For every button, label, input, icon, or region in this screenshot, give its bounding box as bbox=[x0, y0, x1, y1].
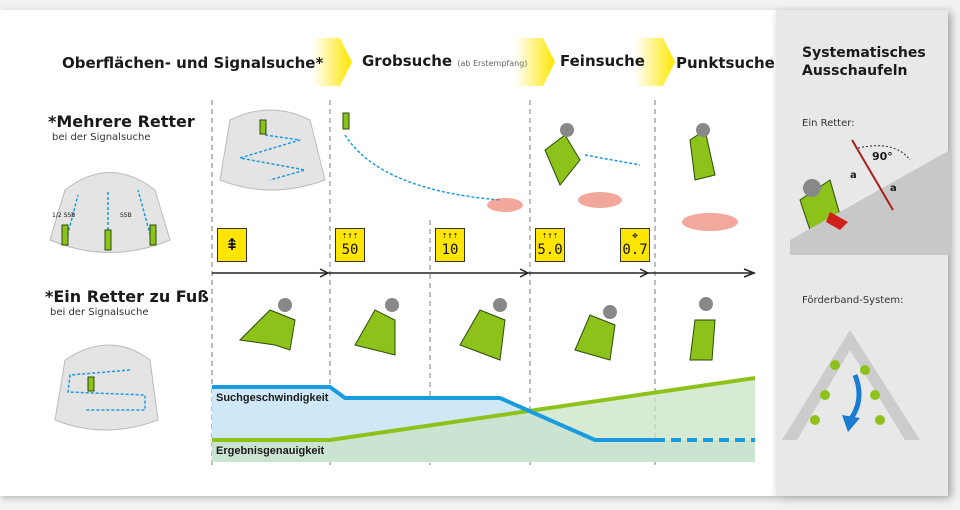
accuracy-label: Ergebnisgenauigkeit bbox=[216, 445, 325, 457]
sign-value: 5.0 bbox=[537, 242, 563, 258]
direction-arrows-icon: ⇡⇑⇡ bbox=[341, 231, 359, 241]
sign-distance-07: ✥0.7 bbox=[620, 228, 650, 262]
direction-arrows-icon: ⇡⇑⇡ bbox=[541, 231, 559, 241]
rescuer-figures bbox=[61, 112, 841, 392]
timeline-arrow bbox=[212, 268, 757, 278]
ssb-label: SSB bbox=[120, 212, 132, 219]
single-rescuer-title: *Ein Retter zu Fuß bbox=[45, 287, 209, 306]
phase-fine-search: Feinsuche bbox=[560, 52, 645, 70]
single-rescuer-shoveling-label: Ein Retter: bbox=[802, 118, 855, 129]
sign-distance-10: ⇡⇑⇡10 bbox=[435, 228, 465, 262]
distance-label: a bbox=[850, 170, 857, 181]
phase-coarse-search: Grobsuche (ab Erstempfang) bbox=[362, 52, 527, 70]
conveyor-arrow bbox=[847, 374, 862, 422]
cross-arrows-icon: ✥ bbox=[632, 231, 638, 241]
phase-surface-signal-search: Oberflächen- und Signalsuche* bbox=[62, 54, 324, 72]
accuracy-line bbox=[212, 376, 756, 442]
zigzag-arrow-icon: ⇞ bbox=[225, 231, 239, 256]
distance-label: a bbox=[890, 183, 897, 194]
avalanche-illustrations bbox=[49, 109, 326, 431]
phase-pinpoint-search: Punktsuche bbox=[676, 54, 775, 72]
sign-value: 0.7 bbox=[622, 242, 648, 258]
direction-arrows-icon: ⇡⇑⇡ bbox=[441, 231, 459, 241]
sign-distance-5: ⇡⇑⇡5.0 bbox=[535, 228, 565, 262]
conveyor-rescuers bbox=[810, 360, 885, 425]
multi-rescuer-subtitle: bei der Signalsuche bbox=[52, 132, 151, 143]
shoveling-title-2: Ausschaufeln bbox=[802, 63, 908, 79]
single-rescuer-subtitle: bei der Signalsuche bbox=[50, 307, 149, 318]
column-dividers bbox=[211, 100, 656, 465]
conveyor-slope bbox=[782, 330, 920, 440]
sign-value: 10 bbox=[441, 242, 459, 258]
conveyor-system-label: Förderband-System: bbox=[802, 295, 904, 306]
sign-distance-50: ⇡⇑⇡50 bbox=[335, 228, 365, 262]
snow-slope bbox=[790, 150, 950, 255]
sign-zigzag: ⇞ bbox=[217, 228, 247, 262]
angle-arc bbox=[857, 145, 911, 161]
helmets bbox=[278, 123, 821, 319]
conveyor-arrowhead bbox=[842, 415, 860, 432]
phase-coarse-note: (ab Erstempfang) bbox=[457, 59, 528, 68]
half-ssb-label: 1/2 SSB bbox=[52, 212, 76, 219]
speed-label: Suchgeschwindigkeit bbox=[216, 392, 329, 404]
phase-coarse-label: Grobsuche bbox=[362, 52, 453, 70]
probe-line bbox=[851, 139, 894, 211]
shovel bbox=[826, 212, 848, 230]
speed-line bbox=[212, 385, 655, 442]
search-paths bbox=[64, 134, 641, 411]
sign-value: 50 bbox=[341, 242, 359, 258]
shoveling-title-1: Systematisches bbox=[802, 45, 926, 61]
multi-rescuer-title: *Mehrere Retter bbox=[48, 112, 195, 131]
angle-label: 90° bbox=[872, 150, 893, 163]
